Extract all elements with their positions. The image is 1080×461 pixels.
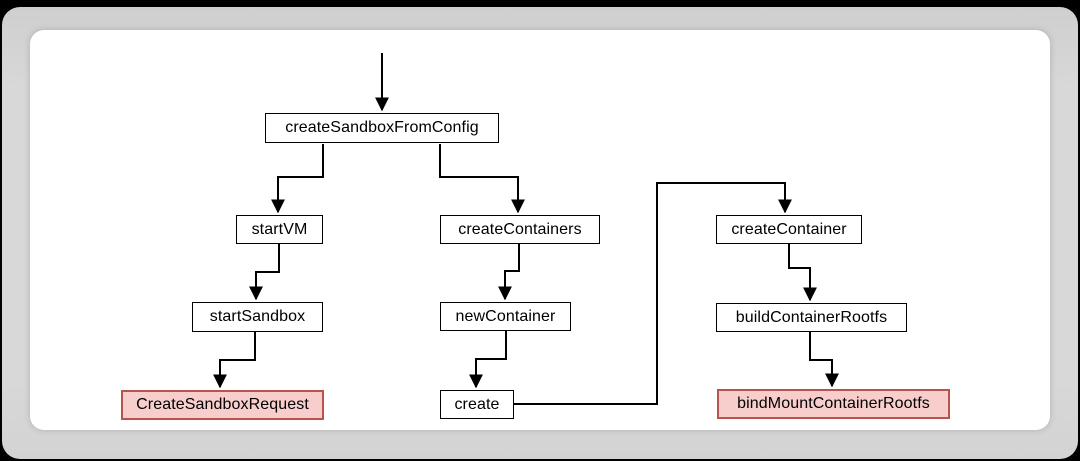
node-buildContainerRootfs: buildContainerRootfs xyxy=(716,303,907,332)
node-create: create xyxy=(440,390,514,419)
node-bindMountContainerRootfs: bindMountContainerRootfs xyxy=(717,389,950,419)
node-newContainer: newContainer xyxy=(440,302,571,331)
node-createContainers: createContainers xyxy=(440,215,600,244)
node-createSandboxFromConfig: createSandboxFromConfig xyxy=(265,113,499,143)
node-startVM: startVM xyxy=(236,215,323,244)
node-createContainer: createContainer xyxy=(716,215,862,244)
node-startSandbox: startSandbox xyxy=(192,302,323,332)
node-CreateSandboxRequest: CreateSandboxRequest xyxy=(121,390,324,420)
